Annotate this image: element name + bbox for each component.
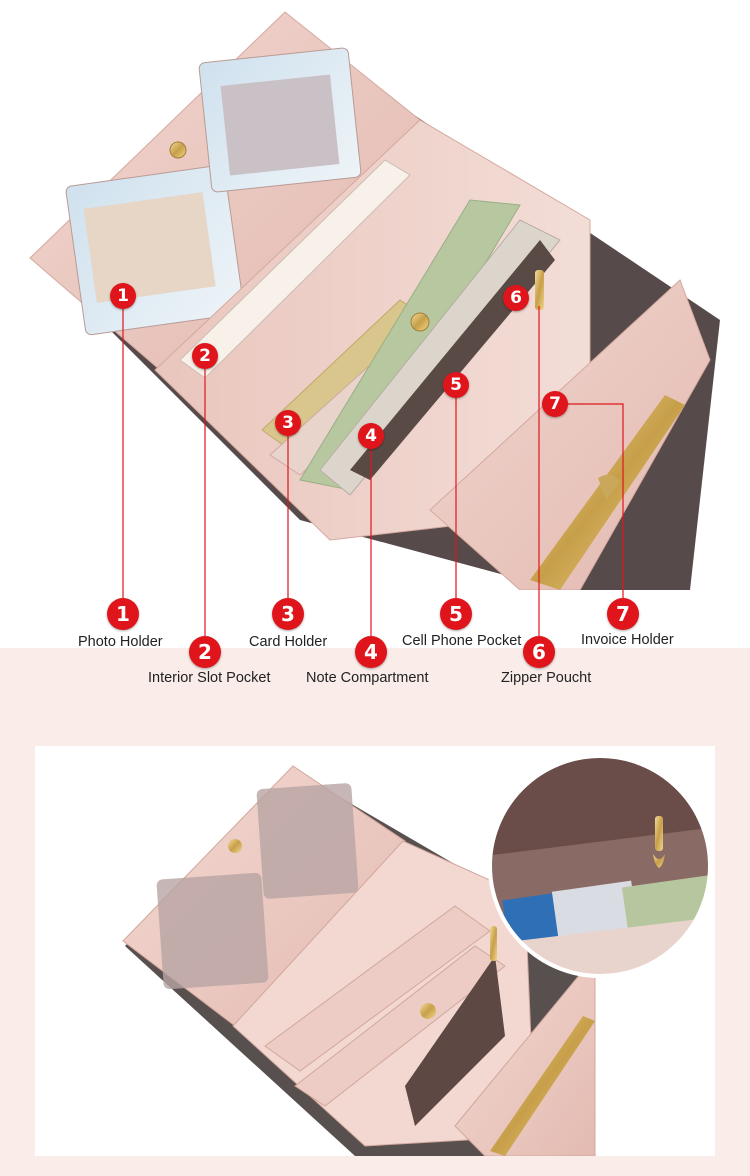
legend-badge-3: 3 bbox=[272, 598, 304, 630]
photo-callout-2: 2 bbox=[192, 343, 218, 369]
photo-callout-1: 1 bbox=[110, 283, 136, 309]
photo-callout-3: 3 bbox=[275, 410, 301, 436]
legend-label-zipper-poucht: Zipper Poucht bbox=[501, 670, 592, 686]
callout-number: 6 bbox=[510, 288, 522, 308]
callout-number: 5 bbox=[450, 375, 462, 395]
callout-number: 1 bbox=[116, 602, 130, 626]
legend-badge-1: 1 bbox=[107, 598, 139, 630]
callout-number: 1 bbox=[117, 286, 129, 306]
legend-badge-5: 5 bbox=[440, 598, 472, 630]
photo-callout-5: 5 bbox=[443, 372, 469, 398]
legend-label-note-compartment: Note Compartment bbox=[306, 670, 429, 686]
legend-label-invoice-holder: Invoice Holder bbox=[581, 632, 674, 648]
callout-number: 2 bbox=[199, 346, 211, 366]
photo-callout-7: 7 bbox=[542, 391, 568, 417]
callout-number: 4 bbox=[364, 640, 378, 664]
callout-number: 3 bbox=[282, 413, 294, 433]
legend-badge-7: 7 bbox=[607, 598, 639, 630]
callout-number: 3 bbox=[281, 602, 295, 626]
photo-callout-4: 4 bbox=[358, 423, 384, 449]
legend-label-card-holder: Card Holder bbox=[249, 634, 328, 650]
callout-leader-lines bbox=[122, 305, 624, 636]
callout-number: 5 bbox=[449, 602, 463, 626]
legend-badge-2: 2 bbox=[189, 636, 221, 668]
callout-number: 6 bbox=[532, 640, 546, 664]
legend-badge-4: 4 bbox=[355, 636, 387, 668]
legend-label-interior-slot-pocket: Interior Slot Pocket bbox=[148, 670, 271, 686]
callout-number: 7 bbox=[616, 602, 630, 626]
wallet-open-photo bbox=[35, 746, 715, 1156]
legend-label-photo-holder: Photo Holder bbox=[78, 634, 163, 650]
callout-number: 2 bbox=[198, 640, 212, 664]
legend-label-cell-phone-pocket: Cell Phone Pocket bbox=[402, 633, 522, 649]
callout-number: 4 bbox=[365, 426, 377, 446]
callout-number: 7 bbox=[549, 394, 561, 414]
legend-badge-6: 6 bbox=[523, 636, 555, 668]
wallet-detail-photo bbox=[29, 11, 720, 590]
photo-callout-6: 6 bbox=[503, 285, 529, 311]
